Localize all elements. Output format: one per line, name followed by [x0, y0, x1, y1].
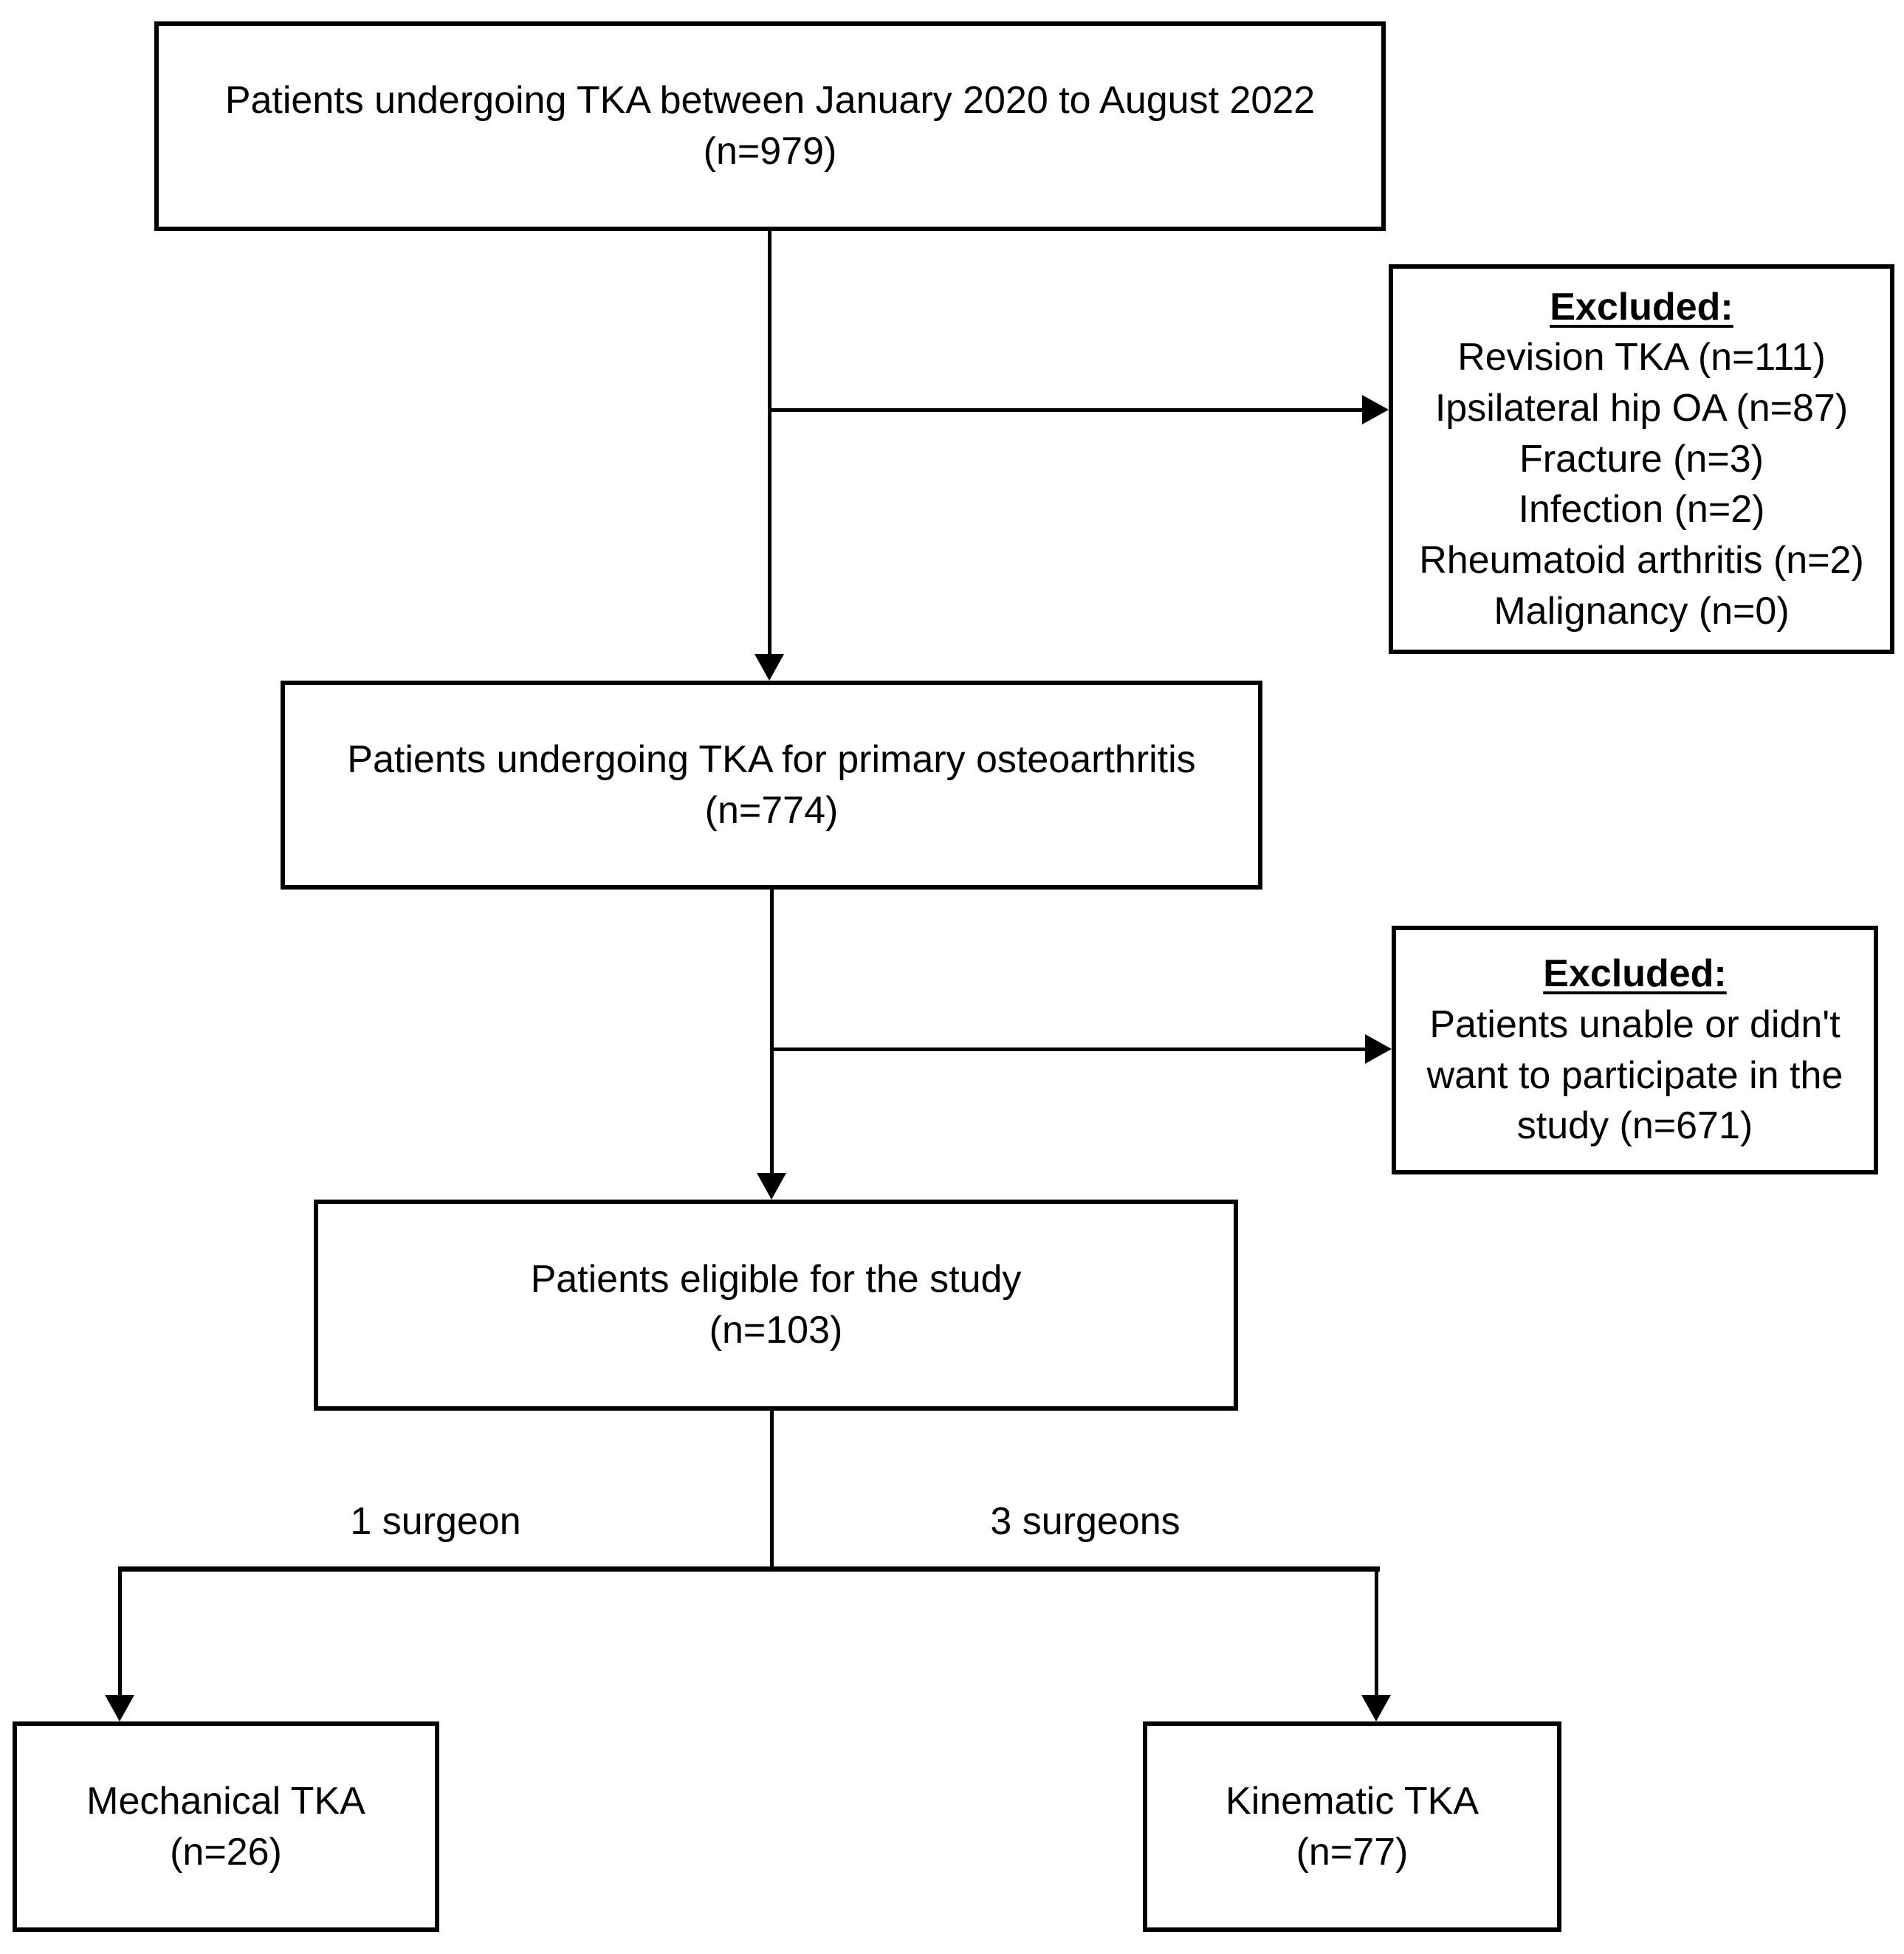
node-excluded-1-item: Infection (n=2): [1518, 488, 1765, 531]
arrowhead-to-eligible: [757, 1173, 786, 1200]
connector-enrollment-to-primary: [768, 231, 771, 656]
node-excluded-2-body: Patients unable or didn't want to partic…: [1426, 1002, 1843, 1148]
node-mechanical-tka: Mechanical TKA (n=26): [13, 1721, 439, 1932]
node-kinematic-tka: Kinematic TKA (n=77): [1143, 1721, 1561, 1932]
arrowhead-to-primary: [755, 654, 784, 681]
connector-branch-to-kinematic: [1375, 1566, 1378, 1696]
connector-branch-to-mechanical: [118, 1566, 122, 1696]
node-eligible: Patients eligible for the study (n=103): [314, 1200, 1238, 1411]
node-mechanical-tka-count: (n=26): [170, 1830, 282, 1874]
connector-branch-horizontal: [118, 1566, 1380, 1572]
node-excluded-1-heading: Excluded:: [1550, 285, 1733, 328]
node-excluded-1-item: Malignancy (n=0): [1494, 589, 1790, 633]
branch-label-one-surgeon: 1 surgeon: [350, 1500, 521, 1543]
node-kinematic-tka-count: (n=77): [1296, 1830, 1409, 1874]
node-excluded-2: Excluded: Patients unable or didn't want…: [1392, 926, 1878, 1174]
node-excluded-1-item: Ipsilateral hip OA (n=87): [1434, 387, 1849, 430]
arrowhead-to-kinematic: [1361, 1695, 1391, 1721]
node-mechanical-tka-text: Mechanical TKA: [86, 1779, 365, 1823]
arrowhead-to-excluded2: [1365, 1034, 1392, 1064]
node-primary-osteoarthritis-count: (n=774): [704, 788, 839, 832]
node-eligible-count: (n=103): [709, 1309, 843, 1352]
node-primary-osteoarthritis-text: Patients undergoing TKA for primary oste…: [347, 737, 1196, 781]
node-kinematic-tka-text: Kinematic TKA: [1226, 1779, 1479, 1823]
node-primary-osteoarthritis: Patients undergoing TKA for primary oste…: [281, 681, 1262, 890]
node-excluded-1-item: Rheumatoid arthritis (n=2): [1419, 538, 1864, 582]
node-excluded-1-item: Revision TKA (n=111): [1457, 336, 1826, 379]
arrowhead-to-mechanical: [105, 1695, 134, 1721]
node-excluded-1: Excluded: Revision TKA (n=111) Ipsilater…: [1389, 264, 1894, 654]
connector-primary-to-excluded2: [770, 1047, 1365, 1051]
node-excluded-2-heading: Excluded:: [1543, 952, 1727, 996]
connector-primary-to-eligible: [770, 890, 774, 1174]
connector-enrollment-to-excluded1: [768, 408, 1362, 412]
connector-eligible-to-branch: [770, 1411, 774, 1572]
arrowhead-to-excluded1: [1362, 395, 1389, 424]
node-enrollment-text: Patients undergoing TKA between January …: [224, 79, 1316, 123]
node-excluded-1-item: Fracture (n=3): [1519, 437, 1764, 481]
node-eligible-text: Patients eligible for the study: [530, 1258, 1022, 1301]
node-enrollment-count: (n=979): [703, 130, 837, 173]
node-enrollment: Patients undergoing TKA between January …: [154, 21, 1386, 231]
branch-label-three-surgeons: 3 surgeons: [990, 1500, 1180, 1543]
